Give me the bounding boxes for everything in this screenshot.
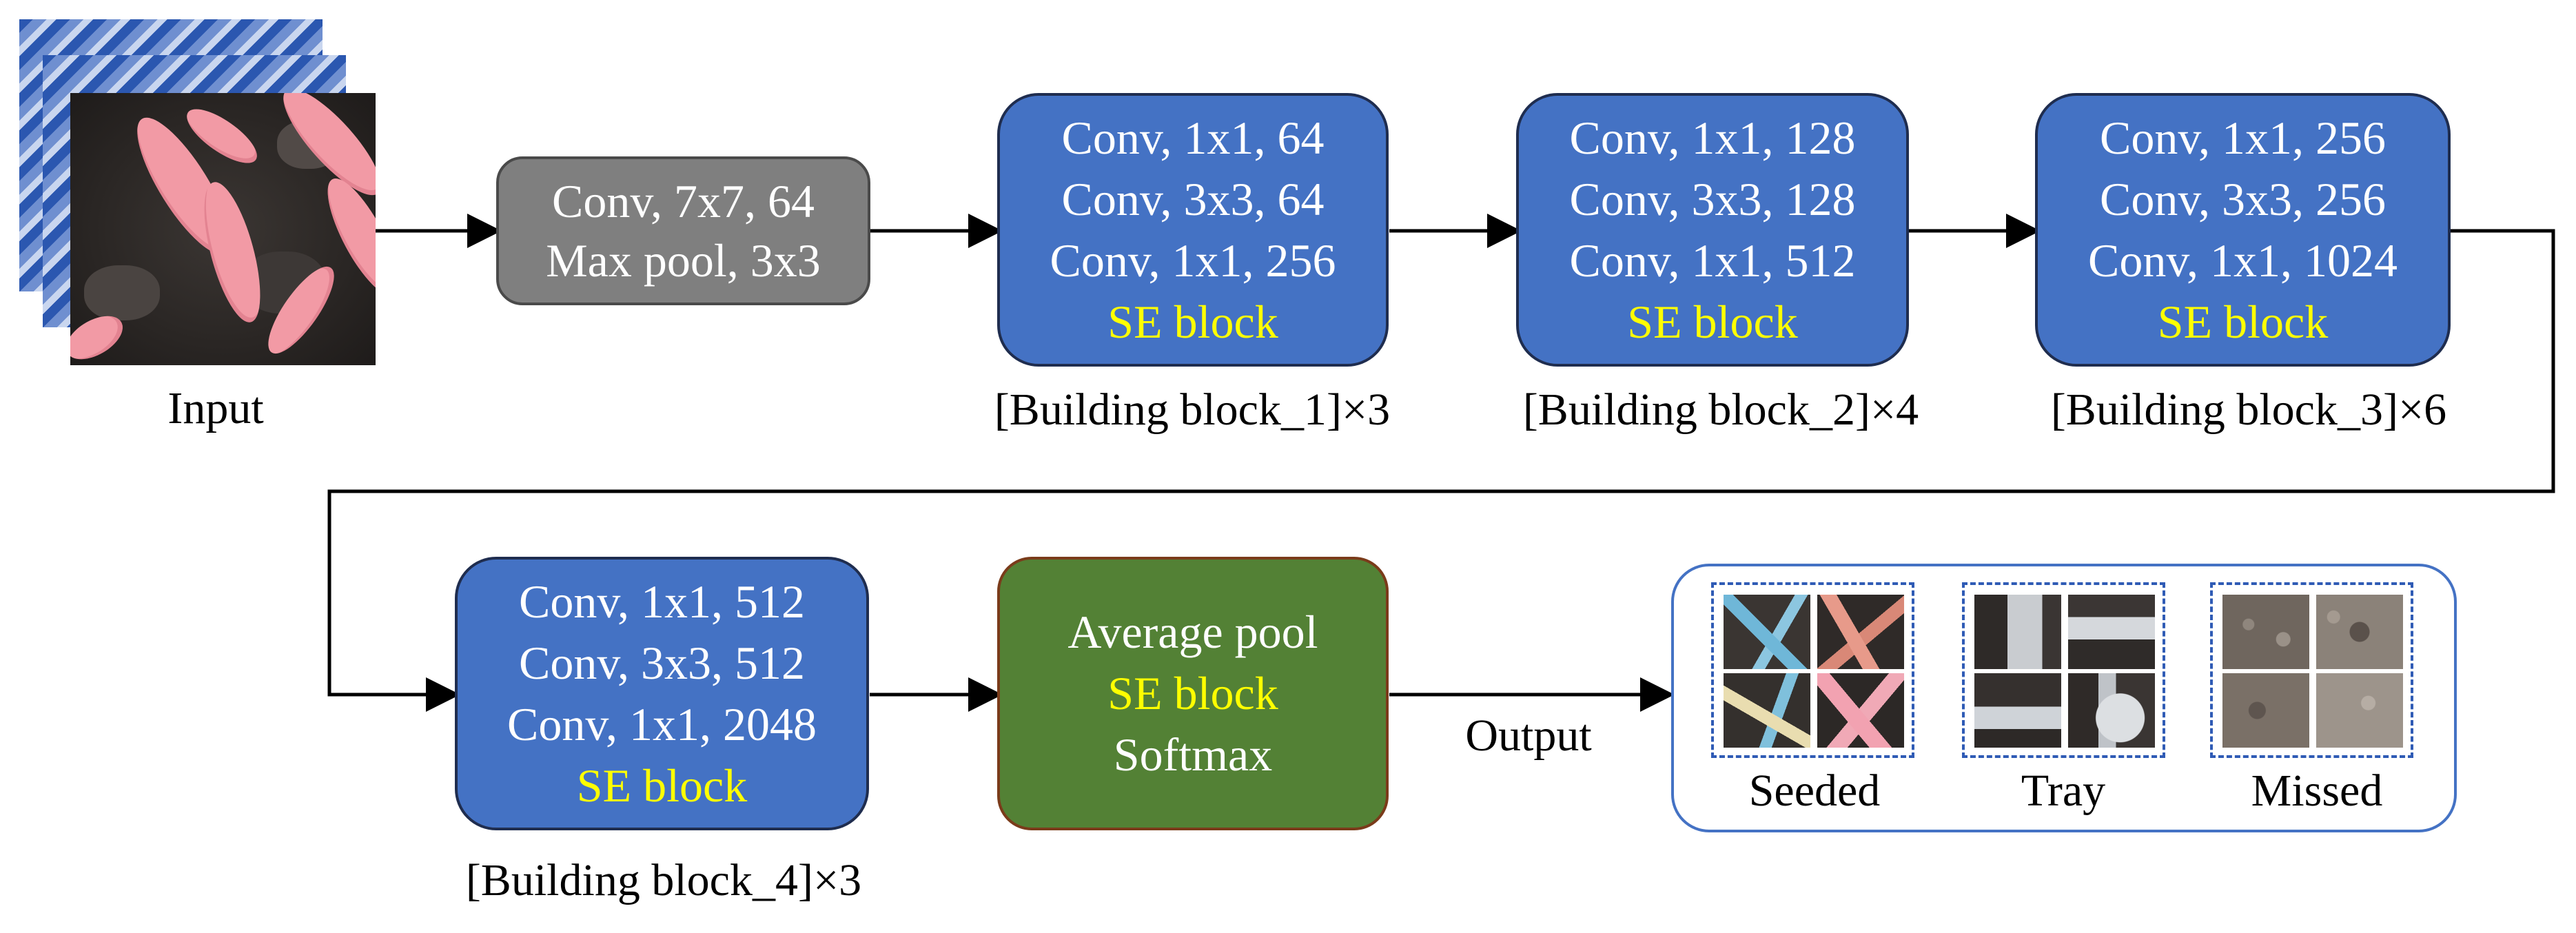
block4-caption: [Building block_4]×3 [465,855,862,905]
tray-thumb-2 [2068,595,2155,669]
block1-line-2: Conv, 3x3, 64 [1061,172,1325,225]
block3-line-2: Conv, 3x3, 256 [2100,172,2386,225]
missed-thumb-4 [2316,673,2403,748]
block1-caption: [Building block_1]×3 [994,385,1391,435]
class-label-missed: Missed [2251,766,2383,816]
class-label-seeded: Seeded [1748,766,1881,816]
stem-line-1: Conv, 7x7, 64 [552,175,815,227]
seeded-thumb-3 [1724,673,1810,748]
block1-se-label: SE block [1107,295,1278,348]
block3-caption: [Building block_3]×6 [2050,385,2447,435]
block3-se-label: SE block [2157,295,2329,348]
missed-thumb-1 [2222,595,2309,669]
missed-thumb-2 [2316,595,2403,669]
head-softmax: Softmax [1113,728,1273,781]
block3-line-1: Conv, 1x1, 256 [2100,111,2386,164]
missed-thumb-3 [2222,673,2309,748]
input-caption: Input [167,383,264,433]
building-block-4: Conv, 1x1, 512 Conv, 3x3, 512 Conv, 1x1,… [455,557,869,830]
head-se-label: SE block [1107,667,1278,719]
block2-line-1: Conv, 1x1, 128 [1569,111,1856,164]
tray-thumb-3 [1974,673,2061,748]
seeded-thumb-4 [1817,673,1904,748]
seeded-thumb-1 [1724,595,1810,669]
building-block-3: Conv, 1x1, 256 Conv, 3x3, 256 Conv, 1x1,… [2035,93,2451,367]
block4-se-label: SE block [576,759,748,812]
seeded-thumbnails [1711,582,1914,758]
input-image-front [70,93,376,365]
stem-line-2: Max pool, 3x3 [546,234,821,287]
block4-line-3: Conv, 1x1, 2048 [507,697,817,750]
tray-thumb-1 [1974,595,2061,669]
tray-thumbnails [1962,582,2165,758]
tray-thumb-4 [2068,673,2155,748]
building-block-2: Conv, 1x1, 128 Conv, 3x3, 128 Conv, 1x1,… [1516,93,1909,367]
arrow-block3-to-block4 [327,229,2555,712]
block2-se-label: SE block [1627,295,1798,348]
block1-line-1: Conv, 1x1, 64 [1061,111,1325,164]
block3-line-3: Conv, 1x1, 1024 [2088,234,2398,287]
missed-thumbnails [2210,582,2413,758]
classifier-head-box: Average pool SE block Softmax [997,557,1389,830]
block2-caption: [Building block_2]×4 [1522,385,1919,435]
block4-line-2: Conv, 3x3, 512 [519,636,805,689]
class-label-tray: Tray [2021,766,2106,816]
block2-line-2: Conv, 3x3, 128 [1569,172,1856,225]
seeded-thumb-2 [1817,595,1904,669]
output-label: Output [1465,710,1592,761]
block1-line-3: Conv, 1x1, 256 [1050,234,1336,287]
building-block-1: Conv, 1x1, 64 Conv, 3x3, 64 Conv, 1x1, 2… [997,93,1389,367]
head-average-pool: Average pool [1067,606,1318,658]
stem-conv-maxpool-box: Conv, 7x7, 64 Max pool, 3x3 [496,156,870,305]
block4-line-1: Conv, 1x1, 512 [519,575,805,628]
block2-line-3: Conv, 1x1, 512 [1569,234,1856,287]
